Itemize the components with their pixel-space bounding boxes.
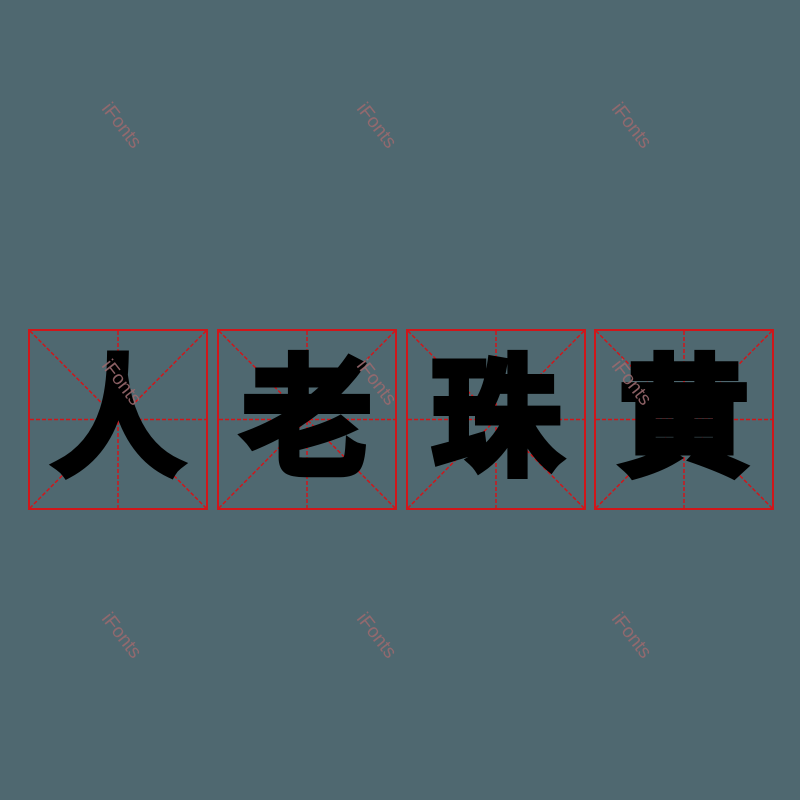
character-glyph: 珠 bbox=[428, 344, 563, 494]
character-box-3: 珠 bbox=[406, 329, 586, 510]
character-box-1: 人 bbox=[28, 329, 208, 510]
mizige-grid-icon bbox=[219, 331, 395, 508]
watermark-text: iFonts bbox=[97, 608, 146, 663]
mizige-grid-icon bbox=[408, 331, 584, 508]
mizige-grid-icon bbox=[30, 331, 206, 508]
watermark-text: iFonts bbox=[607, 98, 656, 153]
watermark-text: iFonts bbox=[97, 98, 146, 153]
mizige-grid-icon bbox=[596, 331, 772, 508]
character-glyph: 老 bbox=[239, 344, 374, 494]
character-box-2: 老 bbox=[217, 329, 397, 510]
watermark-text: iFonts bbox=[607, 608, 656, 663]
character-box-4: 黄 bbox=[594, 329, 774, 510]
character-glyph: 人 bbox=[50, 344, 185, 494]
character-glyph: 黄 bbox=[616, 344, 751, 494]
watermark-text: iFonts bbox=[352, 608, 401, 663]
watermark-text: iFonts bbox=[352, 98, 401, 153]
